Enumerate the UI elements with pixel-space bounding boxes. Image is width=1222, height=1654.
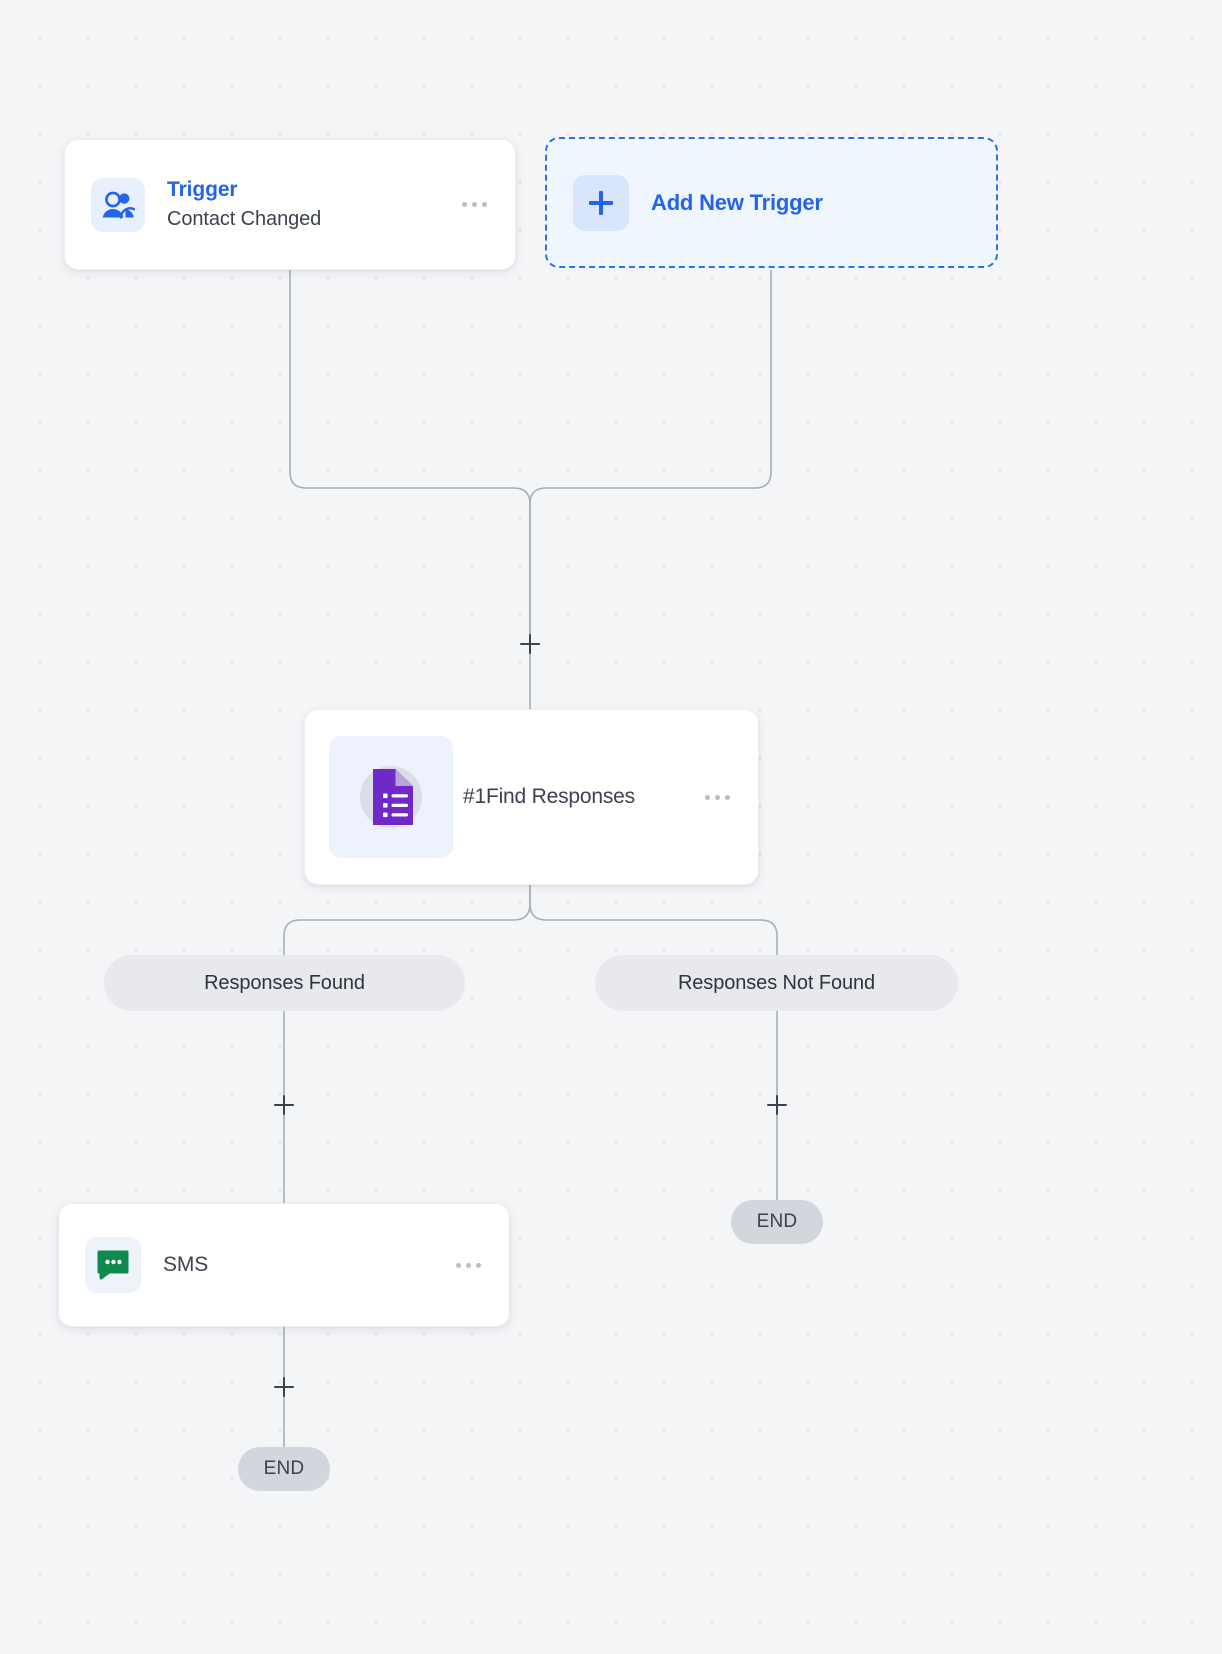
add-step-responses-not-found-button[interactable] xyxy=(762,1090,792,1120)
dot xyxy=(472,202,477,207)
end-label: END xyxy=(756,1211,798,1232)
wire-trigger-to-forms xyxy=(289,270,531,712)
sms-text-block: SMS xyxy=(163,1253,450,1277)
dot xyxy=(462,202,467,207)
sms-chat-icon xyxy=(85,1237,141,1293)
dot xyxy=(705,794,710,800)
sms-label: SMS xyxy=(163,1253,209,1276)
add-step-after-trigger-button[interactable] xyxy=(515,629,545,659)
trigger-subtitle: Contact Changed xyxy=(167,207,322,230)
dot xyxy=(456,1262,461,1268)
branch-label-text: Responses Not Found xyxy=(677,971,876,994)
find-responses-node[interactable]: #1Find Responses xyxy=(304,709,759,885)
trigger-title: Trigger xyxy=(167,178,238,202)
wire-forms-to-found xyxy=(283,885,531,958)
dot xyxy=(715,794,720,800)
end-node-not-found-branch: END xyxy=(731,1200,823,1244)
find-responses-more-options-button[interactable] xyxy=(699,785,736,810)
dot xyxy=(482,202,487,207)
google-forms-icon xyxy=(329,736,453,858)
end-label: END xyxy=(263,1458,305,1479)
dot xyxy=(466,1262,471,1268)
add-new-trigger-button[interactable]: Add New Trigger xyxy=(545,137,998,268)
sms-more-options-button[interactable] xyxy=(450,1253,487,1278)
add-step-after-sms-button[interactable] xyxy=(269,1372,299,1402)
plus-icon xyxy=(573,174,629,231)
dot xyxy=(725,794,730,800)
branch-label-responses-not-found[interactable]: Responses Not Found xyxy=(595,955,958,1011)
branch-label-responses-found[interactable]: Responses Found xyxy=(104,955,465,1011)
branch-label-text: Responses Found xyxy=(204,971,365,994)
dot xyxy=(476,1262,481,1268)
sms-node[interactable]: SMS xyxy=(58,1203,510,1327)
wire-forms-to-notfound xyxy=(529,885,778,958)
contacts-icon xyxy=(91,177,145,232)
find-responses-label: #1Find Responses xyxy=(463,785,635,808)
trigger-node[interactable]: Trigger Contact Changed xyxy=(64,139,516,270)
end-node-found-branch: END xyxy=(238,1447,330,1491)
trigger-more-options-button[interactable] xyxy=(456,192,493,217)
find-responses-text-block: #1Find Responses xyxy=(463,785,699,809)
add-step-responses-found-button[interactable] xyxy=(269,1090,299,1120)
trigger-text-block: Trigger Contact Changed xyxy=(167,176,456,232)
wire-addtrigger-to-merge xyxy=(529,270,772,640)
add-new-trigger-label: Add New Trigger xyxy=(651,189,823,215)
